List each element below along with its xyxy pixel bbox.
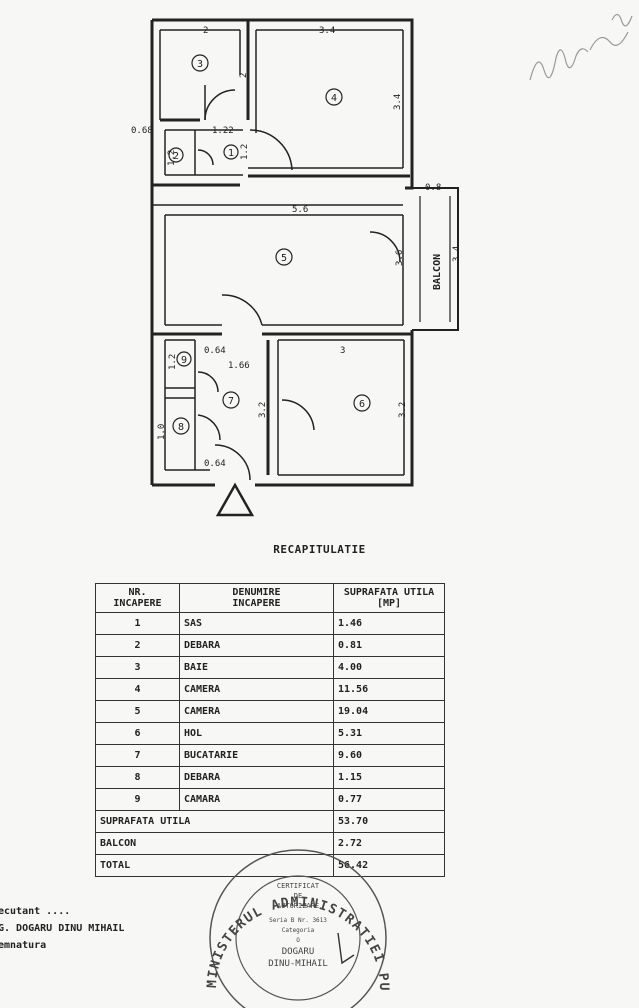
floor-plan: 3 4 1 2 5 6 7 8 9 2 3.4 5.6 0.8 1.22 0.6… xyxy=(131,18,462,517)
dim-r4-side: 3.4 xyxy=(393,94,403,110)
dim-left-small: 0.68 xyxy=(131,126,153,136)
room-3-label: 3 xyxy=(197,59,203,70)
room-8-label: 8 xyxy=(178,422,184,433)
dim-r3-side: 2 xyxy=(239,73,249,78)
dim-r9-top: 0.64 xyxy=(204,346,226,356)
dim-r6-top: 3 xyxy=(340,346,345,356)
dim-r5-width: 5.6 xyxy=(292,205,308,215)
stamp-line-1: CERTIFICAT xyxy=(277,882,320,890)
dim-r8-bottom: 0.64 xyxy=(204,459,226,469)
dim-r5-side: 3.6 xyxy=(395,250,405,266)
dim-r7-side: 3.2 xyxy=(258,402,268,418)
dim-r4-top: 3.4 xyxy=(319,26,335,36)
dim-r2-side: 1.2 xyxy=(167,150,177,166)
stamp-line-7: DOGARU xyxy=(282,947,315,957)
stamp-line-5: Categoria xyxy=(282,927,315,934)
executant-label: ecutant .... xyxy=(0,906,71,917)
dim-r6-side: 3.2 xyxy=(398,402,408,418)
room-6-label: 6 xyxy=(359,399,365,410)
recap-title: RECAPITULATIE xyxy=(273,543,366,556)
executant-name: G. DOGARU DINU MIHAIL xyxy=(0,923,125,934)
certification-stamp: MINISTERUL ADMINISTRATIEI PUBLICE CERTIF… xyxy=(198,838,390,1008)
room-2-label: 2 xyxy=(173,151,179,162)
balcon-label: BALCON xyxy=(432,254,443,290)
stamp-line-6: O xyxy=(296,937,300,944)
header-area: SUPRAFATA UTILA[MP] xyxy=(333,583,445,613)
room-7-label: 7 xyxy=(228,396,234,407)
dim-balcon-width: 0.8 xyxy=(425,183,441,193)
dim-r8-side: 1.0 xyxy=(157,424,167,440)
dim-r7-width: 1.66 xyxy=(228,361,250,371)
handwritten-note xyxy=(529,13,633,81)
signature-label: emnatura xyxy=(0,940,47,951)
dim-r9-side: 1.2 xyxy=(168,354,178,370)
stamp-line-2: DE xyxy=(294,892,302,900)
dim-r1-side: 1.2 xyxy=(240,144,250,160)
dim-r3-top: 2 xyxy=(203,26,208,36)
dim-balcon-side: 3.4 xyxy=(452,246,462,262)
room-5-label: 5 xyxy=(281,253,287,264)
header-nr: NR.INCAPERE xyxy=(95,583,180,613)
stamp-line-3: AUTORIZARE xyxy=(277,902,319,910)
stamp-line-8: DINU-MIHAIL xyxy=(268,959,328,969)
room-4-label: 4 xyxy=(331,93,337,104)
dim-r1-top: 1.22 xyxy=(212,126,234,136)
stamp-line-4: Seria B Nr. 3613 xyxy=(269,917,327,924)
room-1-label: 1 xyxy=(228,148,234,159)
room-9-label: 9 xyxy=(181,355,187,366)
